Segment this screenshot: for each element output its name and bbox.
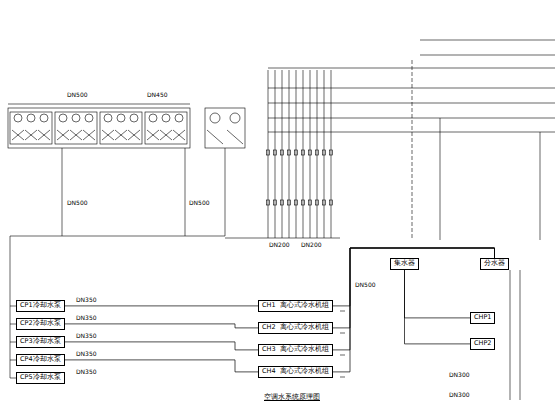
node-text: 分水器 — [484, 259, 505, 267]
node-text: 离心式冷水机组 — [280, 367, 329, 375]
chiller-box: CH2 离心式冷水机组 — [258, 322, 333, 334]
pipe-connector — [65, 342, 258, 350]
node-text: 离心式冷水机组 — [280, 345, 329, 353]
header-box: 分水器 — [480, 258, 509, 270]
pipe-connector — [333, 248, 495, 306]
node-text: CP2冷却水泵 — [20, 319, 61, 327]
header-box: 集水器 — [390, 258, 419, 270]
pump-box: CP5冷却水泵 — [16, 372, 65, 384]
pipe-size-label: DN300 — [448, 372, 471, 379]
node-text: CP5冷却水泵 — [20, 373, 61, 381]
pipe-size-label: DN350 — [75, 369, 98, 376]
node-text: CP4冷却水泵 — [20, 355, 61, 363]
node-text: 离心式冷水机组 — [280, 323, 329, 331]
pipe-connector — [333, 248, 495, 328]
pipe-size-label: DN350 — [75, 351, 98, 358]
node-text: CP1冷却水泵 — [20, 301, 61, 309]
pipe-size-label: DN500 — [66, 200, 89, 207]
node-text: CHP2 — [474, 339, 491, 347]
pump-box: CP2冷却水泵 — [16, 318, 65, 330]
node-text: CP3冷却水泵 — [20, 337, 61, 345]
pipe-size-label: DN200 — [268, 242, 291, 249]
pipe-size-label: DN500 — [354, 282, 377, 289]
chiller-box: CH4 离心式冷水机组 — [258, 366, 333, 378]
pipe-connector — [65, 324, 258, 328]
pipe-connector — [405, 270, 471, 344]
pipe-connector — [333, 248, 495, 372]
pump-box: CP3冷却水泵 — [16, 336, 65, 348]
pipe-size-label: DN350 — [75, 315, 98, 322]
pump-box: CP1冷却水泵 — [16, 300, 65, 312]
node-text: CH2 — [262, 323, 276, 331]
pipe-size-label: DN500 — [188, 200, 211, 207]
node-text: 集水器 — [394, 259, 415, 267]
pipe-size-label: DN450 — [146, 92, 169, 99]
node-text: CHP1 — [474, 313, 491, 321]
pipe-size-label: DN350 — [75, 333, 98, 340]
node-text: CH3 — [262, 345, 276, 353]
pump-box: CHP2 — [470, 338, 495, 350]
chiller-box: CH3 离心式冷水机组 — [258, 344, 333, 356]
pipe-connector — [405, 270, 471, 318]
pipe-size-label: DN200 — [300, 242, 323, 249]
pipe-size-label: DN300 — [448, 392, 471, 399]
pipe-size-label: DN350 — [75, 297, 98, 304]
drawing-title: 空调水系统原理图 — [262, 392, 322, 402]
pipe-size-label: DN500 — [66, 92, 89, 99]
node-text: CH1 — [262, 301, 276, 309]
node-text: 离心式冷水机组 — [280, 301, 329, 309]
chiller-box: CH1 离心式冷水机组 — [258, 300, 333, 312]
pipe-connector — [333, 248, 495, 350]
node-text: CH4 — [262, 367, 276, 375]
pump-box: CHP1 — [470, 312, 495, 324]
pipe-connector — [65, 305, 258, 306]
pump-box: CP4冷却水泵 — [16, 354, 65, 366]
